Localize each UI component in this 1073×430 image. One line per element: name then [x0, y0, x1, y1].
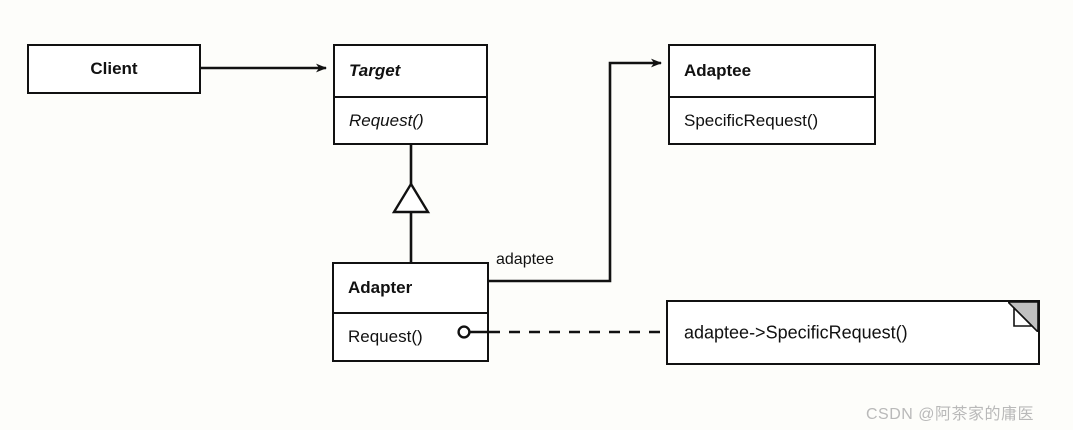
- class-name-client: Client: [90, 59, 138, 78]
- class-box-target[interactable]: Target Request(): [333, 44, 488, 145]
- class-operation-adaptee-specificrequest: SpecificRequest(): [670, 96, 874, 143]
- watermark-text: CSDN @阿茶家的庸医: [866, 406, 1035, 423]
- class-box-adaptee[interactable]: Adaptee SpecificRequest(): [668, 44, 876, 145]
- class-operation-target-request: Request(): [335, 96, 486, 143]
- association-label-adaptee: adaptee: [496, 251, 554, 268]
- class-name-target: Target: [349, 61, 401, 80]
- connector-request-to-note: [457, 325, 666, 339]
- class-name-adapter: Adapter: [348, 278, 413, 297]
- note-box-implementation[interactable]: adaptee->SpecificRequest(): [666, 300, 1040, 365]
- note-folded-corner-icon: [1008, 302, 1038, 332]
- class-box-adapter[interactable]: Adapter Request(): [332, 262, 489, 362]
- connector-adapter-to-target: [391, 145, 431, 262]
- class-name-adaptee: Adaptee: [684, 61, 752, 80]
- connector-adapter-to-adaptee: [489, 58, 662, 283]
- class-box-client[interactable]: Client: [27, 44, 201, 94]
- class-operation-adapter-request: Request(): [334, 312, 487, 360]
- note-text: adaptee->SpecificRequest(): [684, 322, 908, 342]
